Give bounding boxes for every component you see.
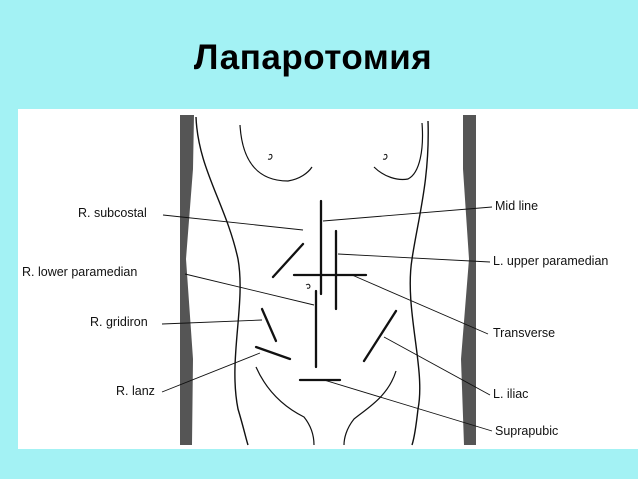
nipple-left: [267, 153, 273, 160]
nipple-right: [382, 153, 388, 160]
slide-title: Лапаротомия: [193, 38, 433, 77]
leader-r-lanz: [161, 352, 261, 393]
abdominal-incisions-diagram: R. subcostal R. lower paramedian R. grid…: [18, 109, 638, 449]
label-transverse: Transverse: [493, 326, 556, 340]
right-flank-shading: [461, 115, 476, 445]
label-r-lower-paramedian: R. lower paramedian: [22, 265, 138, 279]
incision-r-subcostal: [271, 242, 305, 279]
leader-r-subcostal: [162, 214, 304, 231]
leader-r-gridiron: [161, 319, 263, 325]
torso-outline-right: [409, 120, 429, 446]
label-l-upper-paramedian: L. upper paramedian: [493, 254, 609, 268]
label-suprapubic: Suprapubic: [495, 424, 559, 438]
leader-mid-line: [322, 206, 493, 222]
umbilicus: [305, 283, 311, 289]
label-r-subcostal: R. subcostal: [78, 206, 147, 220]
groin-left: [255, 366, 315, 446]
label-r-lanz: R. lanz: [116, 384, 155, 398]
incision-l-iliac: [362, 309, 398, 363]
leader-r-lower-paramedian: [184, 273, 315, 306]
chest-curve-right: [373, 122, 424, 181]
torso-illustration: [161, 115, 493, 446]
torso-outline-left: [195, 116, 249, 446]
label-mid-line: Mid line: [495, 199, 539, 213]
leader-l-iliac: [383, 336, 491, 396]
leader-suprapubic: [323, 379, 493, 432]
label-l-iliac: L. iliac: [493, 387, 529, 401]
leader-transverse: [351, 274, 489, 335]
groin-right: [343, 370, 397, 446]
incision-r-gridiron: [260, 307, 278, 343]
left-flank-shading: [180, 115, 194, 445]
incision-r-lanz: [254, 345, 292, 361]
leader-l-upper-paramedian: [337, 253, 491, 263]
label-r-gridiron: R. gridiron: [90, 315, 148, 329]
chest-curve-left: [239, 124, 313, 182]
